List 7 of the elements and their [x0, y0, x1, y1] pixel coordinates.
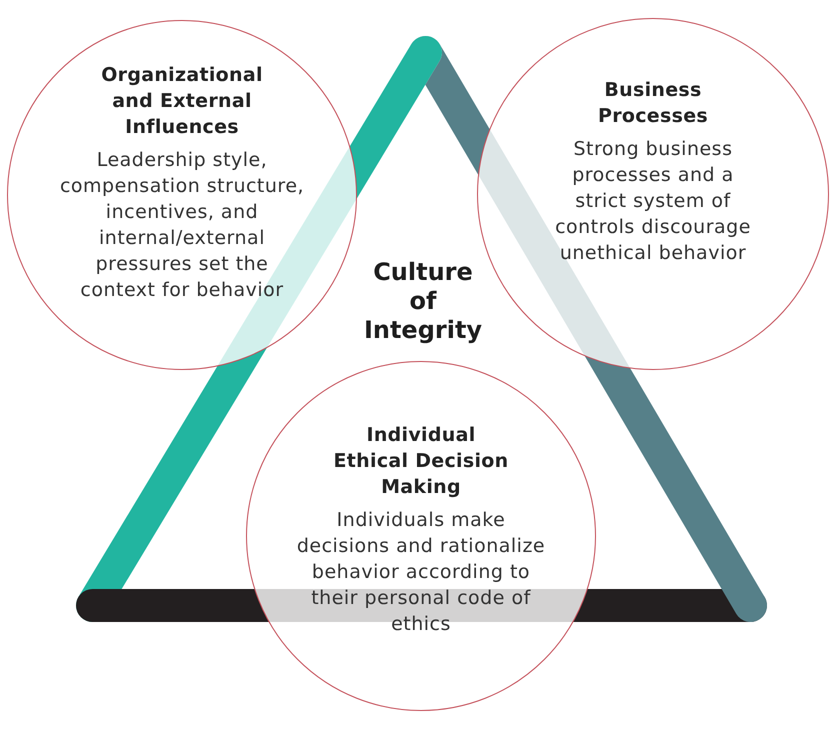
circle-heading: Business Processes [598, 78, 708, 126]
circle-description: Strong business processes and a strict system of controls discourage unethical behavior [555, 138, 751, 264]
triangle-title: Culture of Integrity [364, 258, 482, 344]
circle-heading: Individual Ethical Decision Making [334, 424, 508, 498]
circle-description: Leadership style, compensation structure, incentives, and internal/external pressures set the context for behavior [60, 148, 304, 300]
circle-description: Individuals make decisions and rationalize behavior according to their personal code of ethics [296, 508, 546, 634]
circle-heading: Organizational and External Influences [101, 64, 263, 138]
